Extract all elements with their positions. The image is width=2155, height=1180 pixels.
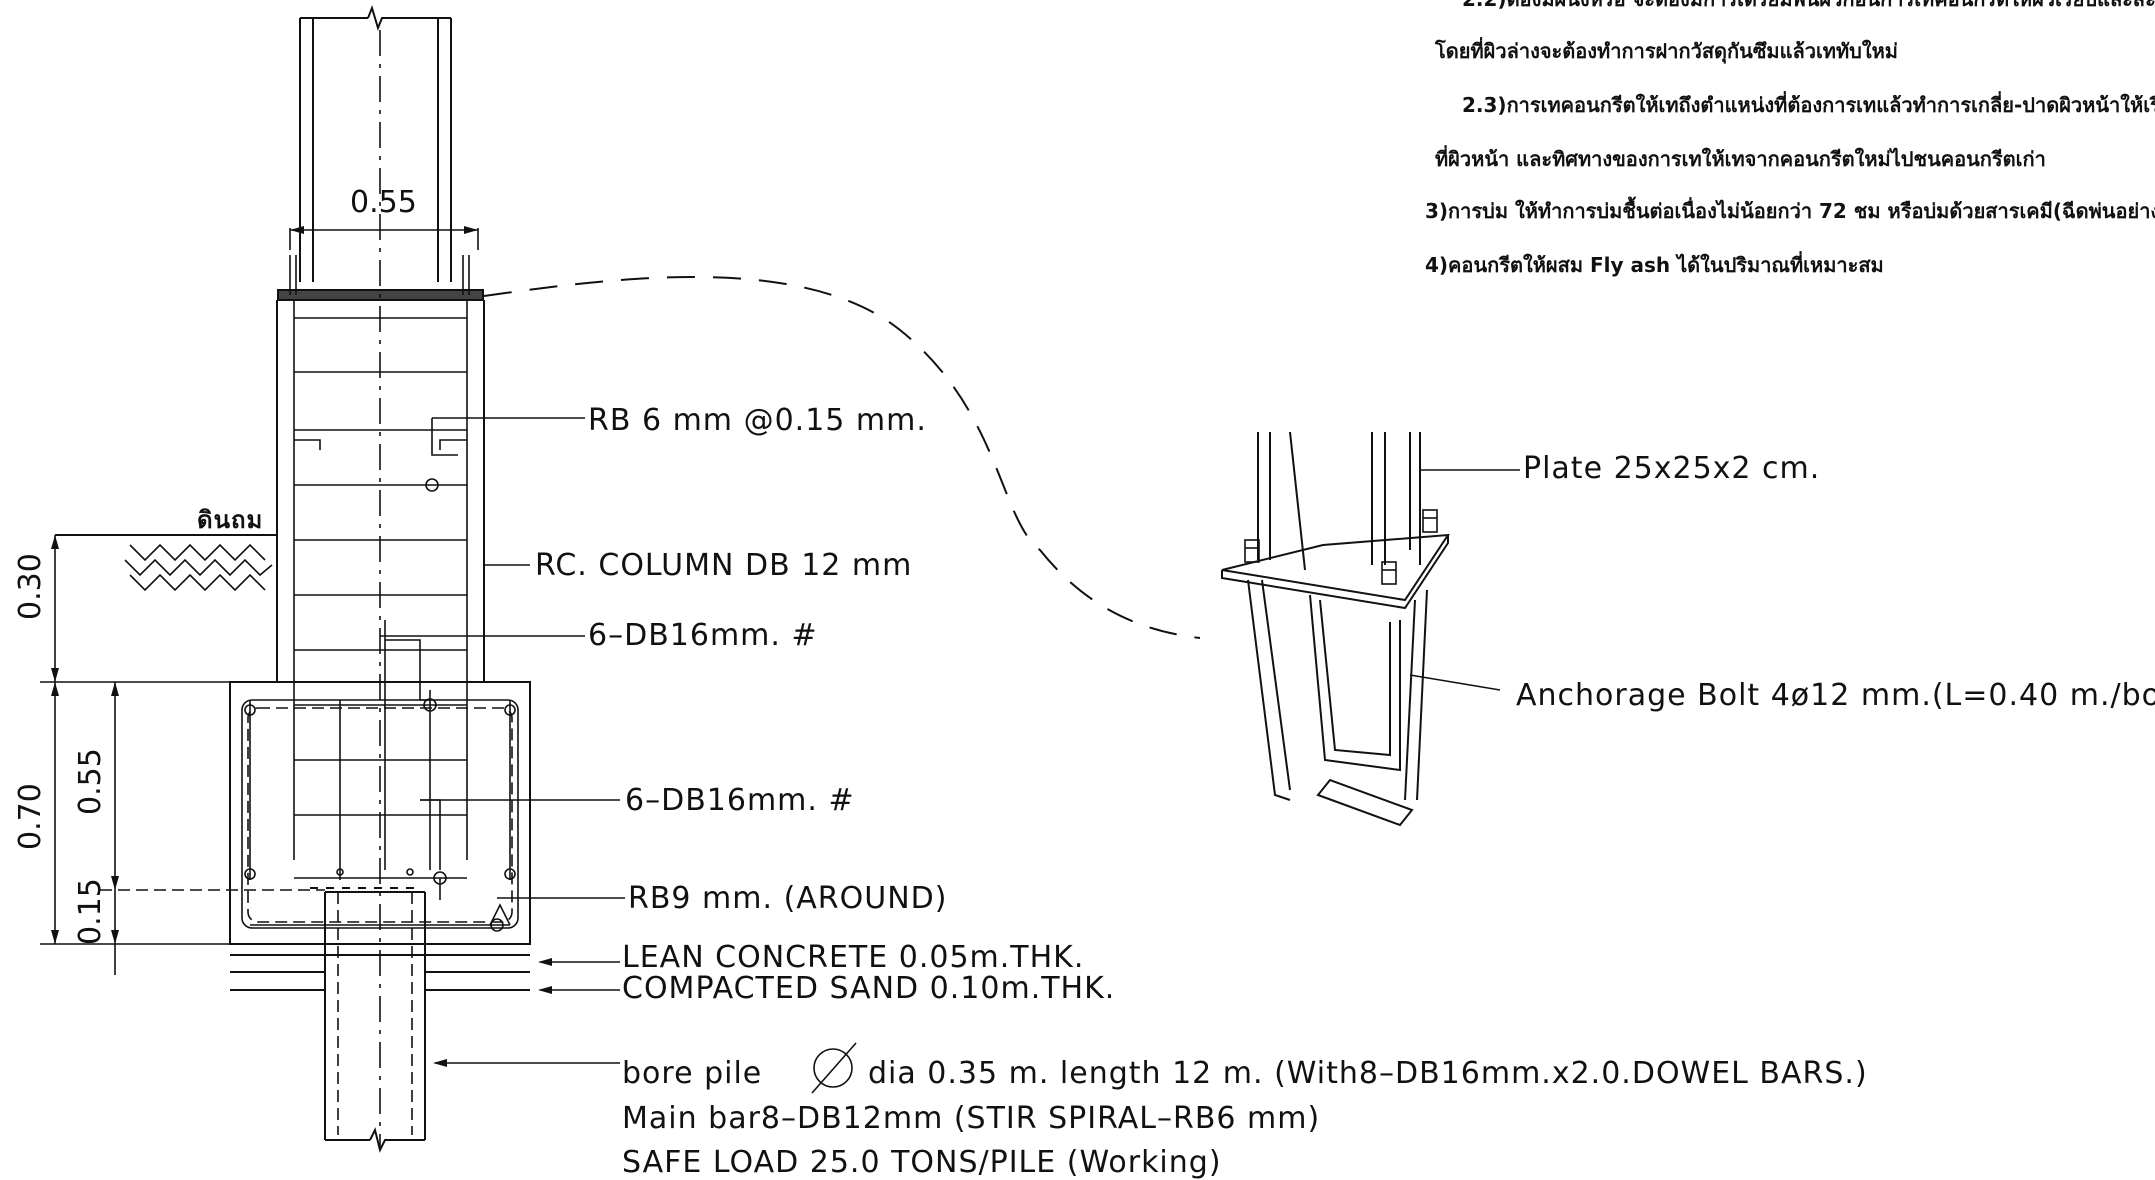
bolt-1 [1244, 539, 1260, 563]
main-bar-label: Main bar8–DB12mm (STIR SPIRAL–RB6 mm) [622, 1101, 1320, 1136]
vertical-dimensions: 0.30 0.70 0.55 0.15 [13, 535, 325, 975]
lean-concrete-label: LEAN CONCRETE 0.05m.THK. [622, 940, 1084, 975]
footing-section: 0.55 [13, 4, 1868, 1180]
dim-030-text: 0.30 [13, 553, 48, 620]
dim-070-text: 0.70 [13, 783, 48, 850]
safe-load-label: SAFE LOAD 25.0 TONS/PILE (Working) [622, 1145, 1222, 1180]
fill-soil-label: ดินถม [197, 506, 263, 534]
note-line-3: 2.3)การเทคอนกรีตให้เทถึงตำแหน่งที่ต้องกา… [1462, 90, 2155, 117]
note-line-2: โดยที่ผิวล่างจะต้องทำการฝากวัสดุกันซึมแล… [1434, 36, 1898, 64]
anchor-plate [1221, 533, 1450, 602]
diameter-icon [811, 1042, 857, 1094]
column-width-dimension: 0.55 [289, 185, 479, 250]
callout-curve [483, 276, 1201, 639]
column-label: RC. COLUMN DB 12 mm [535, 548, 912, 583]
note-line-5: 3)การบ่ม ให้ทำการบ่มชื้นต่อเนื่องไม่น้อย… [1425, 196, 2155, 223]
anchorage-detail: Plate 25x25x2 cm. Anchorage Bolt 4ø12 mm… [1221, 431, 2155, 827]
bolt-2 [1422, 509, 1438, 533]
construction-notes: 2.2)ต้องมีผนังหรือ จะต้องมีการเตรียมพื้น… [1425, 0, 2155, 277]
section-labels: RB 6 mm @0.15 mm. RC. COLUMN DB 12 mm 6–… [380, 403, 1868, 1180]
stirrup-label: RB 6 mm @0.15 mm. [588, 403, 927, 438]
rc-column [276, 30, 485, 1150]
note-line-6: 4)คอนกรีตให้ผสม Fly ash ได้ในปริมาณที่เห… [1425, 250, 1884, 277]
note-line-4: ที่ผิวหน้า และทิศทางของการเทให้เทจากคอนก… [1435, 144, 2046, 171]
dim-055-text: 0.55 [73, 748, 108, 815]
anchor-bolt-label: Anchorage Bolt 4ø12 mm.(L=0.40 m./bolt) [1516, 678, 2155, 713]
dim-015-text: 0.15 [73, 878, 108, 945]
steel-column [299, 4, 452, 282]
compacted-sand-label: COMPACTED SAND 0.10m.THK. [622, 971, 1115, 1006]
bars-bottom-label: 6–DB16mm. # [625, 783, 855, 818]
footing [229, 620, 531, 945]
pile-label-suffix: dia 0.35 m. length 12 m. (With8–DB16mm.x… [868, 1056, 1868, 1091]
fill-soil: ดินถม [55, 506, 277, 592]
pile-label-prefix: bore pile [622, 1056, 762, 1091]
plate-label: Plate 25x25x2 cm. [1523, 451, 1820, 486]
note-line-1: 2.2)ต้องมีผนังหรือ จะต้องมีการเตรียมพื้น… [1462, 0, 2155, 11]
bore-pile [324, 891, 426, 1153]
bolt-3 [1381, 561, 1397, 585]
rb9-label: RB9 mm. (AROUND) [628, 881, 947, 916]
column-width-text: 0.55 [350, 185, 417, 220]
bars-top-label: 6–DB16mm. # [588, 618, 818, 653]
